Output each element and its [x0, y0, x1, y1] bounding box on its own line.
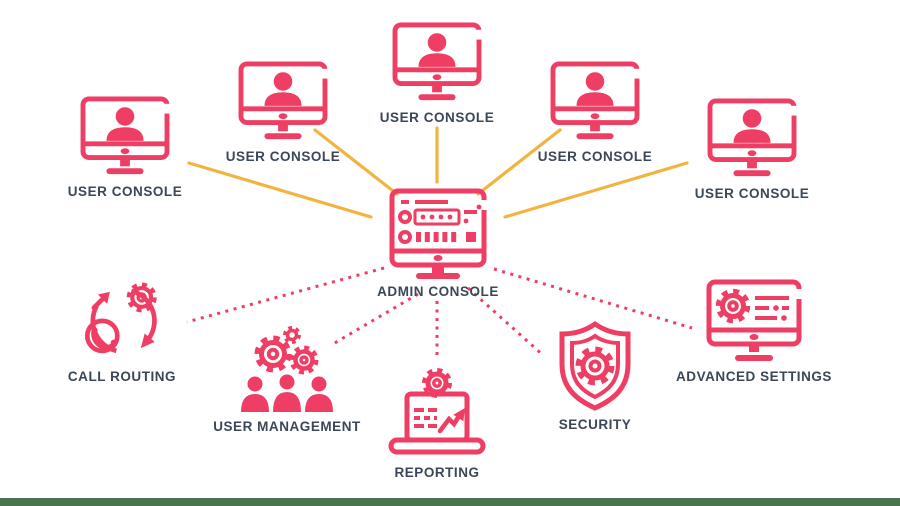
node-label: USER CONSOLE — [225, 149, 341, 164]
advanced-settings-icon — [706, 279, 803, 361]
node-user-console-3: USER CONSOLE — [347, 21, 527, 125]
node-label: ADVANCED SETTINGS — [676, 369, 832, 384]
call-routing-icon — [84, 282, 157, 354]
node-security: SECURITY — [505, 320, 685, 432]
user-console-icon — [80, 96, 171, 175]
security-shield-icon — [559, 320, 631, 411]
node-call-routing: CALL ROUTING — [32, 274, 212, 384]
node-user-management: USER MANAGEMENT — [197, 326, 377, 434]
link-admin-advanced-settings — [493, 267, 693, 330]
node-user-console-4: USER CONSOLE — [505, 60, 685, 164]
link-uc1-admin — [187, 161, 373, 219]
node-label: SECURITY — [558, 417, 632, 432]
admin-console-icon — [389, 188, 488, 279]
link-admin-call-routing — [186, 266, 385, 324]
node-user-console-2: USER CONSOLE — [193, 60, 373, 164]
reporting-icon — [388, 368, 486, 455]
node-reporting: REPORTING — [347, 368, 527, 480]
node-admin-console: ADMIN CONSOLE — [348, 187, 528, 299]
link-uc5-admin — [503, 161, 689, 219]
link-uc4-admin — [476, 128, 562, 196]
user-console-icon — [707, 98, 798, 177]
user-management-icon — [241, 326, 333, 412]
user-console-icon — [550, 61, 641, 140]
link-uc2-admin — [313, 128, 399, 196]
node-label: USER CONSOLE — [67, 184, 183, 199]
node-label: REPORTING — [394, 465, 480, 480]
canvas-edge-strip — [0, 498, 900, 506]
node-label: CALL ROUTING — [67, 369, 177, 384]
node-label: USER CONSOLE — [537, 149, 653, 164]
node-user-console-1: USER CONSOLE — [35, 95, 215, 199]
node-label: USER CONSOLE — [694, 186, 810, 201]
user-console-icon — [238, 61, 329, 140]
node-label: ADMIN CONSOLE — [377, 284, 499, 299]
node-label: USER MANAGEMENT — [213, 419, 361, 434]
node-label: USER CONSOLE — [379, 110, 495, 125]
user-console-icon — [392, 22, 483, 101]
node-user-console-5: USER CONSOLE — [662, 97, 842, 201]
node-advanced-settings: ADVANCED SETTINGS — [664, 278, 844, 384]
